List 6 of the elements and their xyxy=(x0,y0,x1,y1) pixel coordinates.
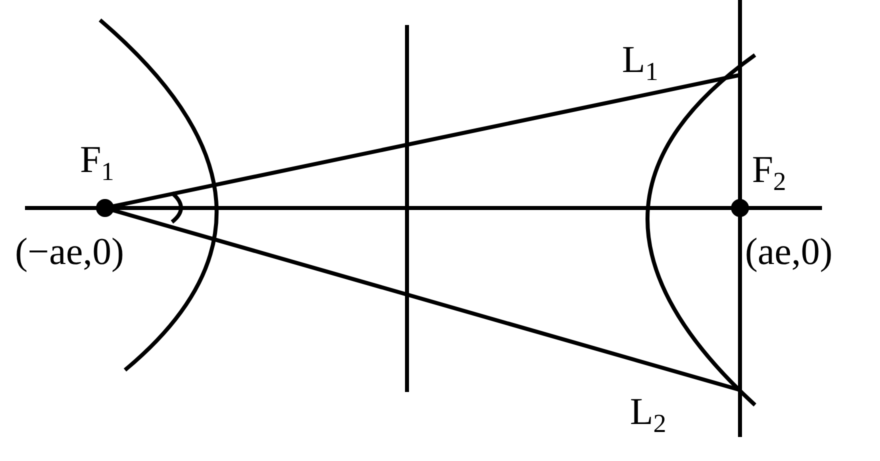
point-label: (−ae,0) xyxy=(15,232,124,272)
point-label: L$_{1}$ xyxy=(622,40,658,80)
point-label: L$_{2}$ xyxy=(630,392,666,432)
point-label: F$_{2}$ xyxy=(752,150,786,190)
point-label: F$_{1}$ xyxy=(80,140,114,180)
point-label: (ae,0) xyxy=(745,232,833,272)
